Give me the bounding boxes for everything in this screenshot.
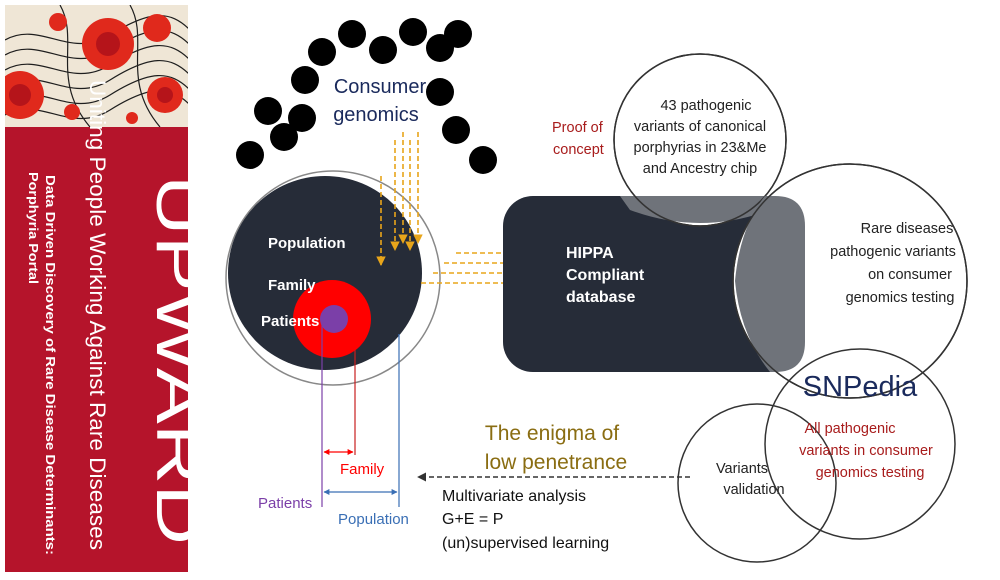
variants-validation-line1: Variants <box>716 461 768 477</box>
banner-artwork <box>5 5 188 127</box>
snpedia-circle <box>764 348 956 540</box>
rare-diseases-line2: pathogenic variants <box>830 244 956 260</box>
hippa-line1: HIPPA <box>566 245 614 262</box>
hippa-line2: Compliant <box>566 267 645 284</box>
rare-diseases-line1: Rare diseases <box>861 221 954 237</box>
analysis-line2: G+E = P <box>442 511 503 528</box>
database-overlap-shade <box>735 196 805 372</box>
banner-text: UPWARD Uniting People Working Against Ra… <box>26 80 215 555</box>
banner-tagline-line1: Data Driven Discovery of Rare Disease De… <box>43 175 58 555</box>
scale-patients-label: Patients <box>258 495 312 512</box>
rare-diseases-line4: genomics testing <box>846 290 955 306</box>
enigma-line2: low penetrance <box>485 451 627 474</box>
banner-subtitle: Uniting People Working Against Rare Dise… <box>85 80 110 550</box>
scale-population-label: Population <box>338 511 409 528</box>
hippa-line3: database <box>566 289 635 306</box>
variants-43-line2: variants of canonical <box>634 119 766 135</box>
enigma-line1: The enigma of <box>485 422 619 445</box>
variants-43-line3: porphyrias in 23&Me <box>634 140 767 156</box>
consumer-dots <box>236 18 497 174</box>
variants-43-line1: 43 pathogenic <box>660 98 751 114</box>
variants-43-line4: and Ancestry chip <box>643 161 757 177</box>
banner-panel <box>5 127 188 572</box>
variants-validation-line2: validation <box>723 482 784 498</box>
snpedia-line2: variants in consumer <box>799 443 933 459</box>
snpedia-line1: All pathogenic <box>804 421 895 437</box>
consumer-genomics-line2: genomics <box>333 104 419 126</box>
scale-lines <box>321 322 400 507</box>
analysis-line3: (un)supervised learning <box>442 535 609 552</box>
scale-family-label: Family <box>340 461 385 478</box>
family-label: Family <box>268 277 316 294</box>
snpedia-title: SNPedia <box>803 371 918 403</box>
proof-of-concept-line1: Proof of <box>552 120 604 136</box>
rare-diseases-line3: on consumer <box>868 267 952 283</box>
variants-validation-circle <box>677 403 837 563</box>
consumer-genomics-line1: Consumer <box>334 76 427 98</box>
analysis-line1: Multivariate analysis <box>442 488 586 505</box>
patients-circle <box>320 305 348 333</box>
proof-of-concept-line2: concept <box>553 142 604 158</box>
consumer-inflow-arrows <box>376 132 423 266</box>
population-circle <box>228 176 422 370</box>
hippa-database-box <box>503 196 805 372</box>
population-label: Population <box>268 235 346 252</box>
patients-label: Patients <box>261 313 319 330</box>
snpedia-line3: genomics testing <box>816 465 925 481</box>
banner-tagline-line2: Porphyria Portal <box>26 172 41 284</box>
banner-title: UPWARD <box>143 175 215 545</box>
